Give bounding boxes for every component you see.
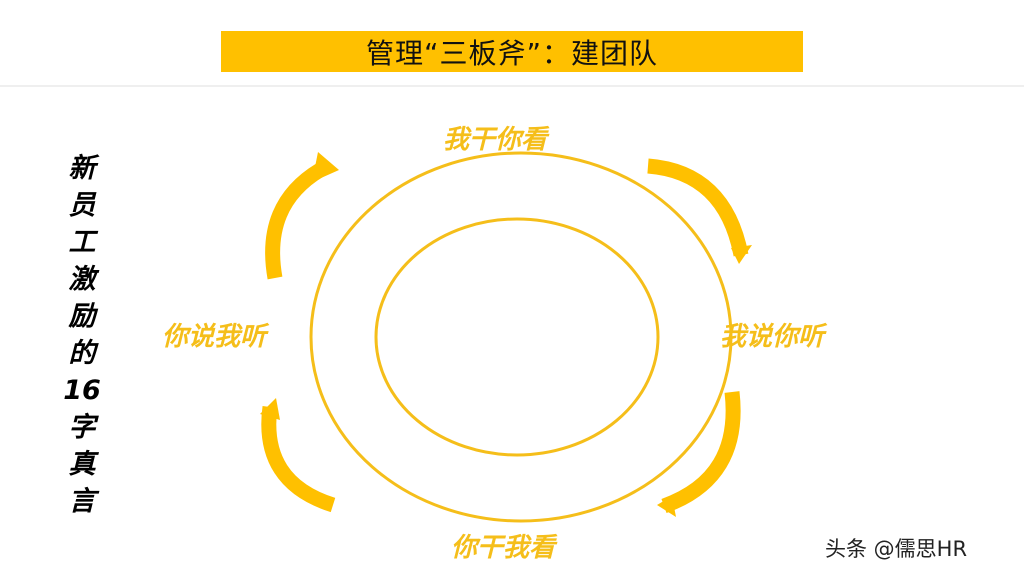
side-char: 励 (68, 301, 96, 332)
side-char: 员 (68, 190, 96, 221)
side-char: 工 (68, 227, 96, 258)
arrow-top-left (265, 163, 325, 280)
side-char: 的 (68, 338, 96, 369)
side-char: 16 (63, 375, 101, 406)
label-left: 你说我听 (162, 322, 267, 352)
arrowhead-bottom-right (657, 496, 676, 517)
side-char: 新 (68, 153, 96, 184)
side-char: 真 (68, 449, 96, 480)
title-banner: 管理“三板斧”：建团队 (221, 31, 803, 72)
side-vertical-title: 新 员 工 激 励 的 16 字 真 言 (62, 150, 102, 520)
arrowhead-top-left (312, 152, 339, 182)
side-char: 激 (68, 264, 96, 295)
label-bottom: 你干我看 (451, 533, 556, 563)
label-top: 我干你看 (443, 125, 548, 155)
arrowhead-top-right (731, 245, 752, 264)
side-char: 字 (68, 412, 96, 443)
header-divider (0, 85, 1024, 87)
side-char: 言 (68, 486, 96, 517)
outer-ring (309, 151, 733, 523)
label-right: 我说你听 (720, 322, 825, 352)
arrow-top-right (647, 158, 749, 257)
watermark: 头条 @儒思HR (825, 537, 968, 561)
arrowhead-bottom-left (260, 398, 280, 420)
arrow-bottom-left (261, 406, 336, 513)
inner-ring (374, 217, 660, 457)
arrow-bottom-right (661, 391, 741, 514)
page-title: 管理“三板斧”：建团队 (365, 36, 658, 70)
